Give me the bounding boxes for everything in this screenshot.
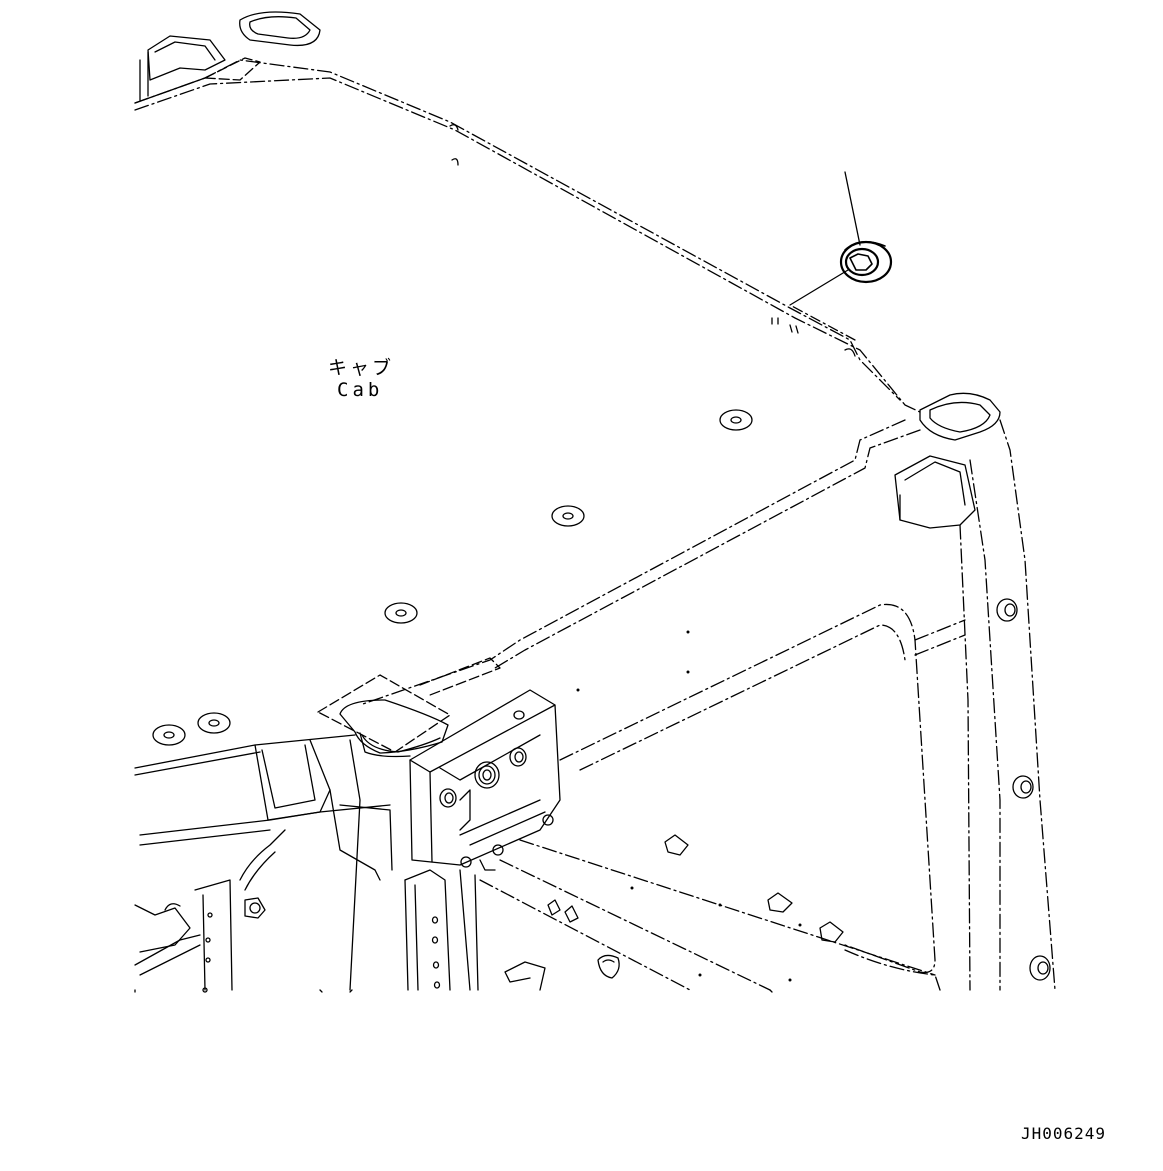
right-corner-mount xyxy=(895,393,1000,528)
left-beam xyxy=(135,735,392,990)
top-left-corner-mount xyxy=(135,12,320,103)
grommet-part-icon xyxy=(841,242,891,282)
right-pillar xyxy=(960,420,1055,990)
top-edge-holes xyxy=(450,125,855,356)
cab-label-japanese: キャブ xyxy=(328,357,395,379)
roof-dots xyxy=(576,630,802,982)
interior-clips xyxy=(505,835,843,990)
drawing-number: JH006249 xyxy=(1021,1124,1107,1143)
center-pillar xyxy=(405,860,495,990)
left-lower-structure xyxy=(135,830,285,992)
roof-washers xyxy=(153,410,752,745)
window-frame xyxy=(480,604,965,990)
bottom-cut-lines xyxy=(135,990,772,992)
cab-label-english: Cab xyxy=(337,379,384,401)
roof-panel xyxy=(135,60,920,705)
front-left-corner-mount xyxy=(318,658,500,757)
bracket-box xyxy=(410,690,560,867)
part-leader xyxy=(790,172,860,305)
